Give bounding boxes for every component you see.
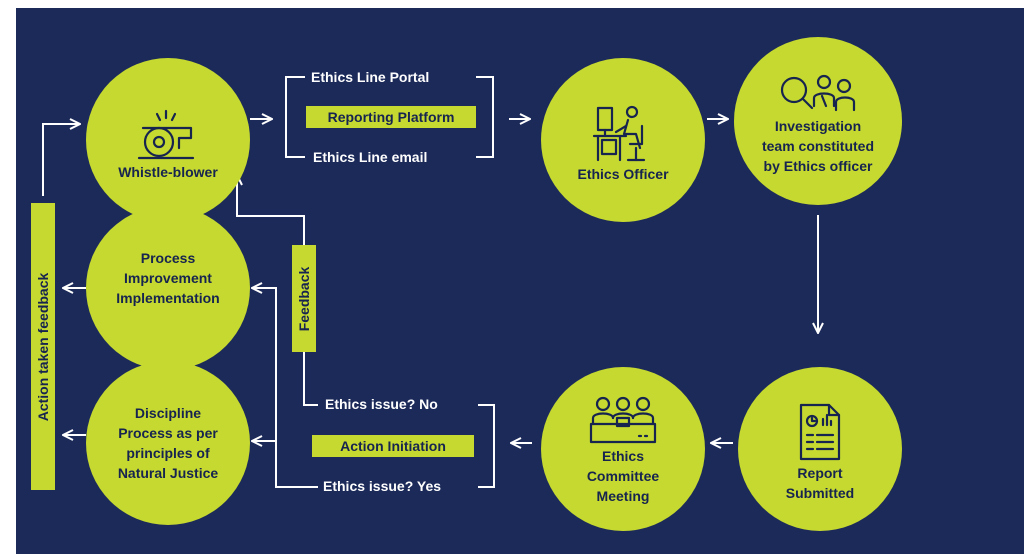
decision-ethics-issue-no: Ethics issue? No: [325, 396, 438, 412]
node-ethics-committee: Ethics Committee Meeting: [541, 367, 705, 531]
action-taken-feedback-text: Action taken feedback: [35, 272, 51, 421]
node-label: Ethics Committee Meeting: [586, 448, 660, 504]
decision-action-initiation: Action Initiation: [312, 435, 474, 457]
channel-reporting-platform: Reporting Platform: [306, 106, 476, 128]
node-ethics-officer: Ethics Officer: [541, 58, 705, 222]
node-discipline-process: Discipline Process as per principles of …: [86, 361, 250, 525]
node-whistle-blower: Whistle-blower: [86, 58, 250, 222]
node-label: Ethics Officer: [577, 166, 669, 182]
node-label: Process Improvement Implementation: [116, 250, 220, 306]
channel-ethics-line-portal: Ethics Line Portal: [311, 69, 430, 85]
whistle-icon: [137, 109, 195, 160]
decision-ethics-issue-yes: Ethics issue? Yes: [323, 478, 442, 494]
officer-at-desk-icon: [592, 105, 646, 162]
feedback-label-text: Feedback: [296, 266, 312, 331]
node-label: Whistle-blower: [118, 164, 218, 180]
yes-line: [252, 288, 318, 488]
action-taken-feedback-label: Action taken feedback: [31, 203, 55, 490]
channel-bracket-right: [476, 76, 494, 158]
node-label: Report Submitted: [785, 465, 855, 501]
magnifier-team-icon: [780, 74, 856, 112]
committee-meeting-icon: [589, 396, 657, 444]
node-label: Discipline Process as per principles of …: [117, 405, 219, 481]
decision-bracket-right: [478, 404, 495, 488]
node-report-submitted: Report Submitted: [738, 367, 902, 531]
channel-ethics-line-email: Ethics Line email: [313, 149, 428, 165]
channel-bracket-left: [285, 76, 305, 158]
feedback-label: Feedback: [292, 245, 316, 352]
node-label: Investigation team constituted by Ethics…: [761, 118, 874, 174]
report-document-icon: [799, 403, 841, 461]
feedback-line: [237, 175, 318, 406]
action-feedback-line: [42, 124, 80, 196]
node-investigation-team: Investigation team constituted by Ethics…: [734, 37, 902, 205]
node-process-improvement: Process Improvement Implementation: [86, 206, 250, 370]
